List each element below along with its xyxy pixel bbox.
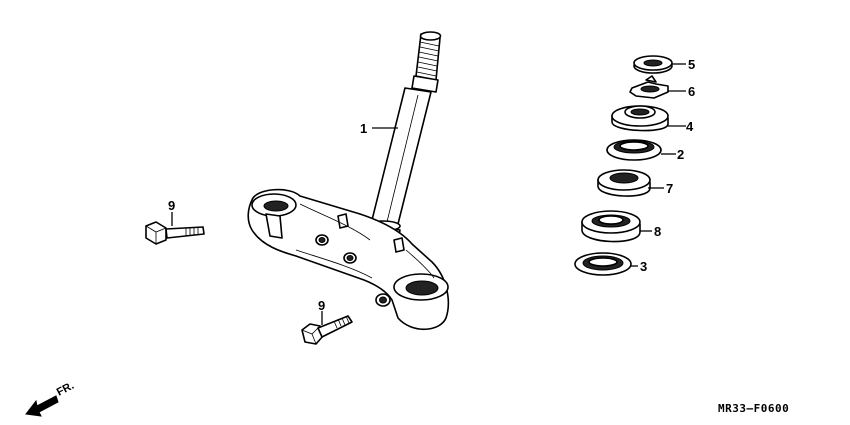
dust-seal-part bbox=[574, 252, 632, 276]
callout-2: 2 bbox=[677, 147, 684, 162]
front-direction-arrow: FR. bbox=[25, 380, 76, 417]
figure-code: MR33–F0600 bbox=[718, 402, 789, 415]
arrow-icon bbox=[25, 395, 59, 417]
callout-4: 4 bbox=[686, 119, 694, 134]
callout-3: 3 bbox=[640, 259, 647, 274]
leader-lines bbox=[171, 63, 686, 325]
upper-bearing-part bbox=[606, 139, 662, 161]
callout-6: 6 bbox=[688, 84, 695, 99]
stem-nut-part bbox=[633, 55, 673, 74]
bottom-bridge-part bbox=[247, 188, 450, 330]
bolt-bottom-part bbox=[301, 315, 353, 345]
callout-9-bottom: 9 bbox=[318, 298, 325, 313]
adjusting-nut-part bbox=[611, 105, 669, 132]
upper-race-part bbox=[597, 169, 651, 197]
callout-1: 1 bbox=[360, 121, 367, 136]
front-label: FR. bbox=[55, 380, 76, 399]
bolt-left-part bbox=[145, 221, 205, 245]
callout-7: 7 bbox=[666, 181, 673, 196]
lock-washer-part bbox=[629, 75, 669, 99]
callout-5: 5 bbox=[688, 57, 695, 72]
callout-8: 8 bbox=[654, 224, 661, 239]
callout-9-left: 9 bbox=[168, 198, 175, 213]
lower-bearing-part bbox=[581, 210, 641, 243]
